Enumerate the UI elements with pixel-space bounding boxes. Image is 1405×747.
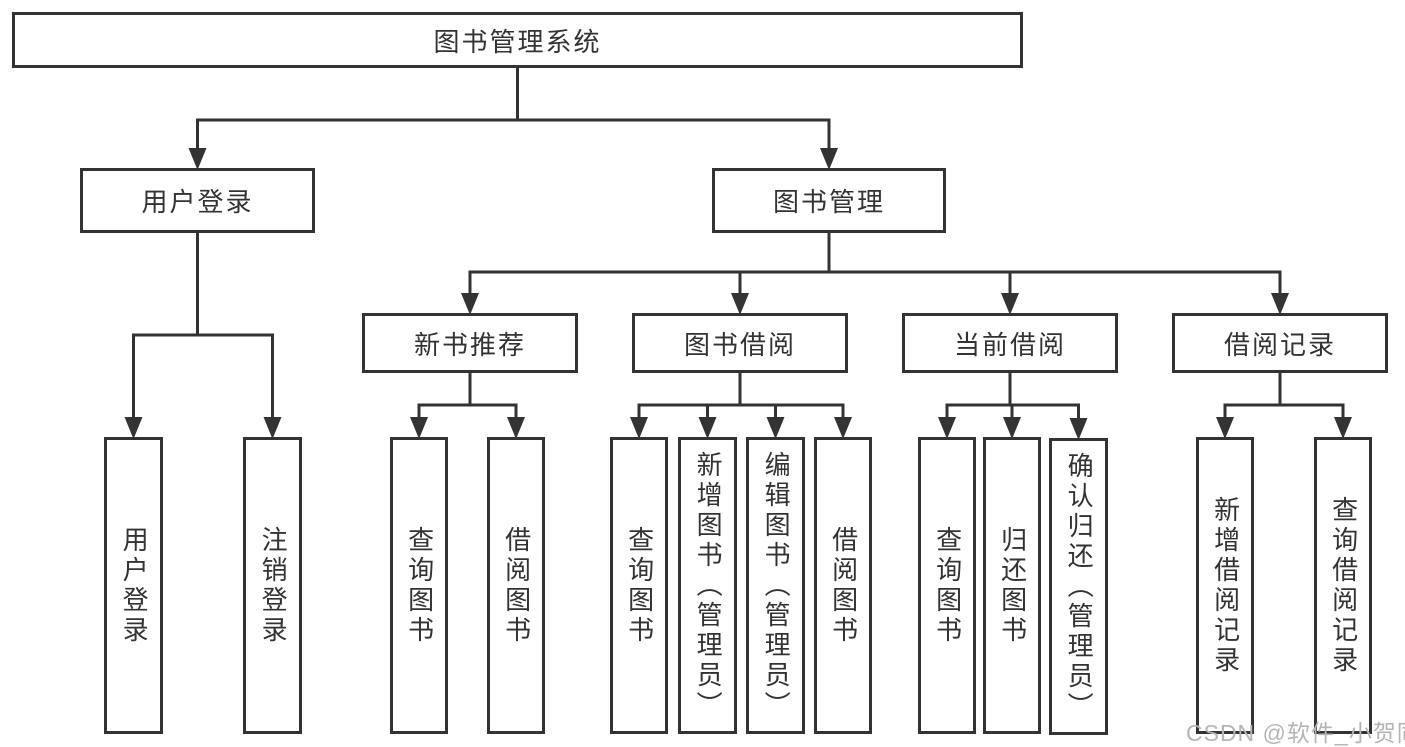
node-logout-action: 注销登录: [243, 437, 302, 734]
node-label-bb-query-book: 查询图书: [624, 525, 655, 646]
arrowhead-br-query-record: [1334, 417, 1352, 439]
arrowhead-current-borrow: [1001, 293, 1019, 315]
arrowhead-borrow-record: [1271, 293, 1289, 315]
node-label-system: 图书管理系统: [433, 26, 602, 57]
node-label-new-book-recommend: 新书推荐: [413, 329, 526, 360]
node-cb-return-book: 归还图书: [983, 437, 1041, 734]
node-book-management: 图书管理: [712, 168, 946, 233]
node-label-bb-add-book: 新增图书（管理员）: [693, 450, 724, 721]
node-new-book-recommend: 新书推荐: [362, 313, 578, 373]
arrowhead-bb-edit-book: [766, 417, 785, 439]
node-label-rec-borrow-book: 借阅图书: [501, 525, 532, 646]
node-book-borrow: 图书借阅: [632, 313, 848, 373]
node-bb-edit-book: 编辑图书（管理员）: [746, 437, 805, 734]
node-cb-confirm-return: 确认归还（管理员）: [1049, 438, 1108, 735]
node-label-br-add-record: 新增借阅记录: [1210, 495, 1241, 676]
node-bb-borrow-book: 借阅图书: [814, 437, 872, 734]
node-br-add-record: 新增借阅记录: [1196, 437, 1254, 734]
arrowhead-rec-borrow-book: [507, 417, 525, 439]
node-user-login: 用户登录: [80, 168, 315, 233]
node-label-user-login: 用户登录: [141, 187, 254, 217]
node-label-br-query-record: 查询借阅记录: [1328, 495, 1359, 676]
arrowhead-br-add-record: [1216, 417, 1234, 439]
arrowhead-cb-return-book: [1003, 417, 1021, 439]
arrowhead-user-login: [188, 148, 207, 170]
arrowhead-bb-add-book: [698, 417, 717, 439]
node-label-rec-query-book: 查询图书: [404, 525, 435, 646]
node-label-book-borrow: 图书借阅: [683, 329, 796, 360]
arrowhead-book-borrow: [731, 293, 749, 315]
node-label-cb-confirm-return: 确认归还（管理员）: [1064, 451, 1095, 722]
watermark: CSDN @软件_小贺同学: [1186, 720, 1405, 746]
arrowhead-rec-query-book: [410, 417, 428, 439]
node-label-login-action: 用户登录: [119, 525, 150, 646]
node-login-action: 用户登录: [104, 437, 163, 734]
arrowhead-cb-confirm-return: [1069, 418, 1088, 440]
node-borrow-record: 借阅记录: [1172, 313, 1388, 373]
arrowhead-new-book-recommend: [461, 293, 479, 315]
node-label-current-borrow: 当前借阅: [953, 329, 1066, 360]
node-rec-borrow-book: 借阅图书: [487, 437, 545, 734]
node-rec-query-book: 查询图书: [390, 437, 448, 734]
arrowhead-bb-query-book: [630, 417, 648, 439]
node-label-cb-return-book: 归还图书: [997, 525, 1028, 646]
node-label-cb-query-book: 查询图书: [932, 525, 963, 646]
node-label-book-management: 图书管理: [772, 187, 885, 217]
node-bb-add-book: 新增图书（管理员）: [678, 437, 737, 734]
node-label-logout-action: 注销登录: [258, 525, 289, 646]
node-label-borrow-record: 借阅记录: [1223, 329, 1336, 360]
node-current-borrow: 当前借阅: [902, 313, 1118, 373]
node-label-bb-borrow-book: 借阅图书: [828, 525, 859, 646]
arrowhead-book-management: [820, 148, 838, 170]
node-bb-query-book: 查询图书: [610, 437, 668, 734]
arrowhead-logout-action: [263, 417, 282, 439]
node-cb-query-book: 查询图书: [918, 437, 976, 734]
arrowhead-cb-query-book: [938, 417, 956, 439]
node-label-bb-edit-book: 编辑图书（管理员）: [761, 450, 792, 721]
arrowhead-login-action: [124, 417, 143, 439]
arrowhead-bb-borrow-book: [834, 417, 852, 439]
node-system: 图书管理系统: [12, 12, 1023, 68]
node-br-query-record: 查询借阅记录: [1314, 437, 1372, 734]
